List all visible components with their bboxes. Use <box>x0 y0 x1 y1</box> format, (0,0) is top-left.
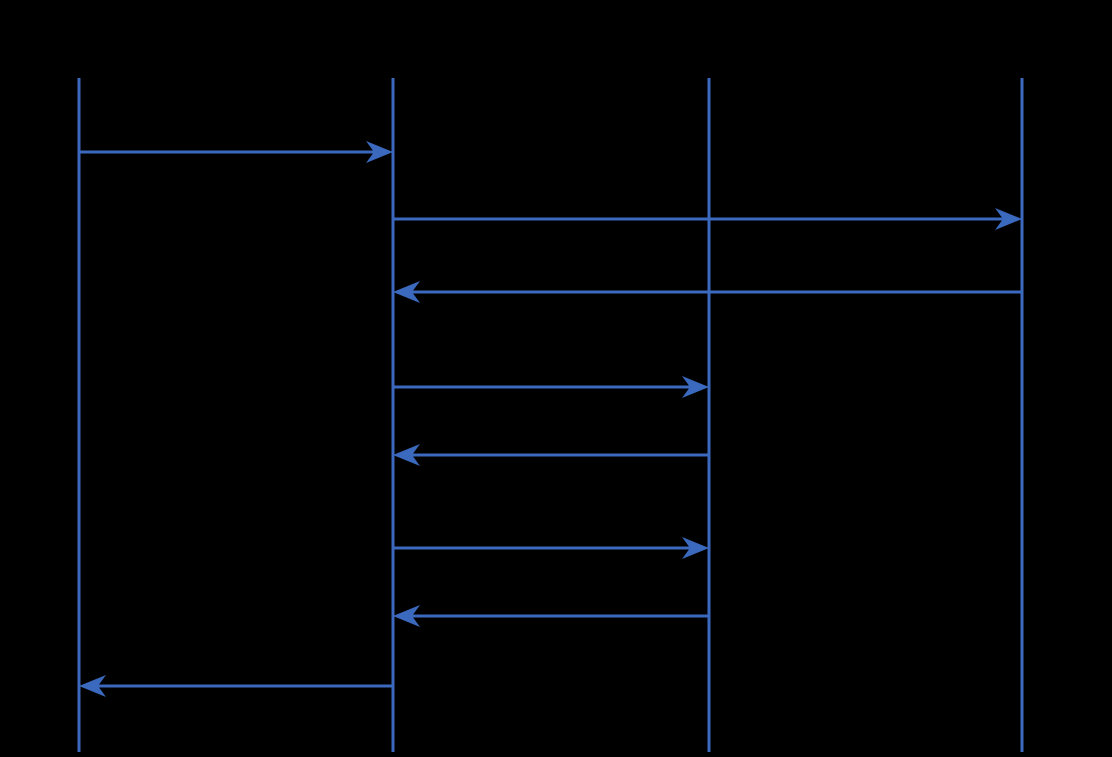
arrowhead-icon <box>682 376 709 398</box>
arrowhead-icon <box>366 141 393 163</box>
message-3-left <box>393 281 1022 303</box>
message-7-left <box>393 605 709 627</box>
arrowhead-icon <box>79 675 106 697</box>
arrowhead-icon <box>682 537 709 559</box>
arrowhead-icon <box>393 605 420 627</box>
message-4-right <box>393 376 709 398</box>
arrowhead-icon <box>393 281 420 303</box>
arrowhead-icon <box>995 208 1022 230</box>
arrowhead-icon <box>393 444 420 466</box>
message-2-right <box>393 208 1022 230</box>
message-6-right <box>393 537 709 559</box>
message-8-left <box>79 675 393 697</box>
message-5-left <box>393 444 709 466</box>
message-1-right <box>79 141 393 163</box>
